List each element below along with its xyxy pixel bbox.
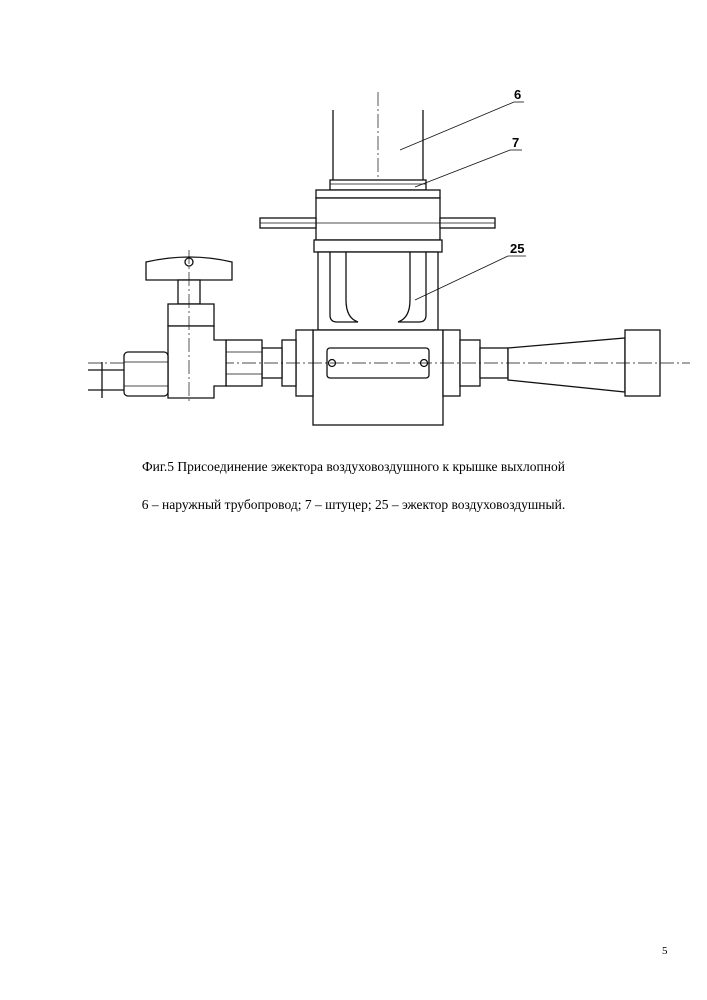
technical-drawing: 6 7 25 bbox=[0, 0, 707, 440]
page-number: 5 bbox=[662, 945, 668, 957]
fitting-7 bbox=[260, 180, 495, 240]
callout-7: 7 bbox=[512, 135, 519, 150]
ejector-25 bbox=[313, 240, 443, 425]
callout-25: 25 bbox=[510, 241, 524, 256]
figure-caption: Фиг.5 Присоединение эжектора воздуховозд… bbox=[0, 459, 707, 475]
shutoff-valve bbox=[124, 250, 232, 404]
inlet-pipe bbox=[88, 362, 124, 398]
figure-legend: 6 – наружный трубопровод; 7 – штуцер; 25… bbox=[0, 497, 707, 513]
callout-6: 6 bbox=[514, 87, 521, 102]
